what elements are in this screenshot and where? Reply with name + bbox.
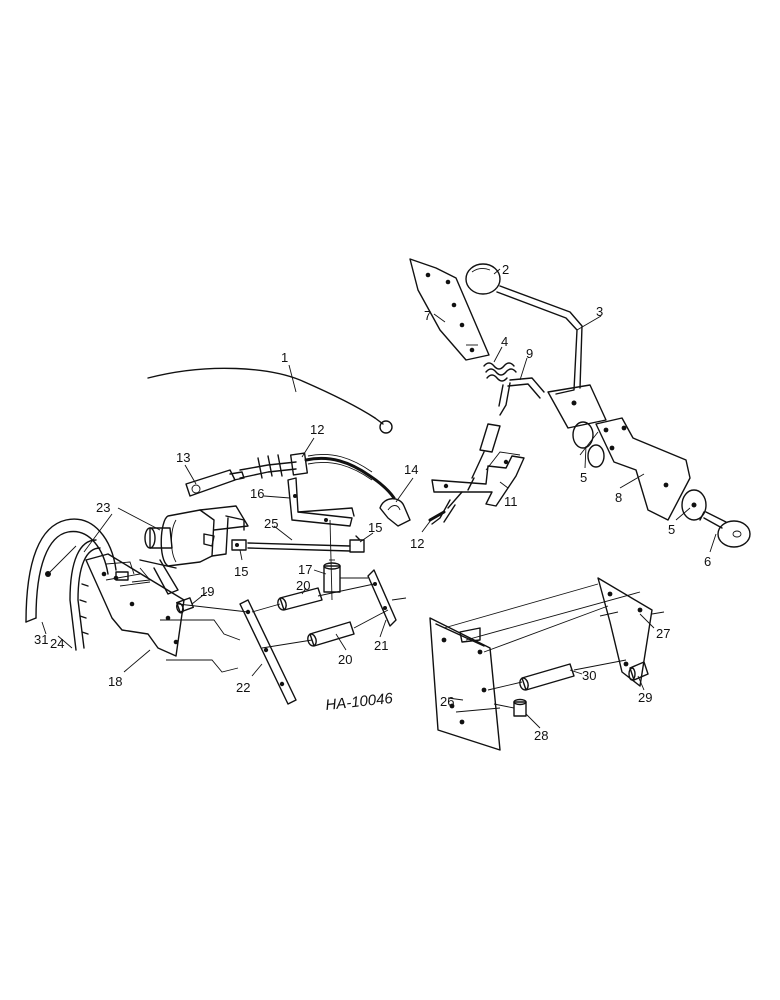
drawing-number: HA-10046 [325,690,395,714]
part-3-lever [496,285,607,429]
callout-3: 3 [596,304,603,319]
part-12-cable-upper [239,452,396,500]
part-12-cable-lower [421,491,463,533]
part-4-spring [483,362,517,382]
callout-15-right: 15 [368,520,382,535]
callout-1: 1 [281,350,288,365]
callout-26: 26 [440,694,454,709]
callout-6: 6 [704,554,711,569]
callout-20-upper: 20 [296,578,310,593]
part-13-clevis [185,469,245,497]
callout-labels: 1 2 3 4 5 5 6 7 8 9 11 12 12 13 14 15 15… [34,262,711,743]
part-26-plate [429,617,501,751]
callout-29: 29 [638,690,652,705]
part-9-rod [498,377,545,416]
callout-leaders [41,268,717,729]
callout-17: 17 [298,562,312,577]
part-7-plate [409,258,490,361]
part-5-washer-right [681,489,707,521]
callout-2: 2 [502,262,509,277]
part-20-spacer-upper [277,587,323,611]
part-15-rod-end-right [349,535,365,553]
callout-25: 25 [264,516,278,531]
part-27-plate [597,577,653,687]
callout-11: 11 [504,494,518,509]
part-5-washer-top [572,421,605,468]
callout-12-upper: 12 [310,422,324,437]
turnbuckle [467,423,501,491]
callout-18: 18 [108,674,122,689]
part-21-plate [367,569,397,627]
part-24-belt [69,539,101,651]
part-18-plate [85,553,185,657]
part-14-clamp [379,498,411,527]
part-31-pulley [25,518,117,623]
callout-16: 16 [250,486,264,501]
callout-30: 30 [582,668,596,683]
callout-12-lower: 12 [410,536,424,551]
part-17-post [323,559,341,593]
callout-15-left: 15 [234,564,248,579]
part-29-bushing [628,661,649,681]
callout-20-lower: 20 [338,652,352,667]
part-25-rod [247,542,351,552]
callout-24: 24 [50,636,64,651]
callout-22: 22 [236,680,250,695]
callout-14: 14 [404,462,418,477]
part-2-knob [465,263,501,295]
assembly-lines-left [105,573,407,673]
callout-5-top: 5 [580,470,587,485]
part-15-rod-end-left [231,539,247,551]
callout-5-right: 5 [668,522,675,537]
actuator-assembly [115,505,249,595]
part-30-spacer [519,663,575,691]
part-20-spacer-lower [307,621,355,647]
callout-9: 9 [526,346,533,361]
callout-21: 21 [374,638,388,653]
part-8-bracket [579,417,691,521]
callout-4: 4 [501,334,508,349]
part-19-bushing [176,597,194,614]
assembly-lines-right [443,583,665,713]
callout-28: 28 [534,728,548,743]
callout-31: 31 [34,632,48,647]
callout-8: 8 [615,490,622,505]
callout-27: 27 [656,626,670,641]
callout-7: 7 [424,308,431,323]
part-11-bracket [431,451,525,507]
part-1-cable [147,367,393,434]
callout-19: 19 [200,584,214,599]
callout-23: 23 [96,500,110,515]
part-28-bushing [513,698,527,717]
callout-13: 13 [176,450,190,465]
part-6-pin [699,511,751,548]
